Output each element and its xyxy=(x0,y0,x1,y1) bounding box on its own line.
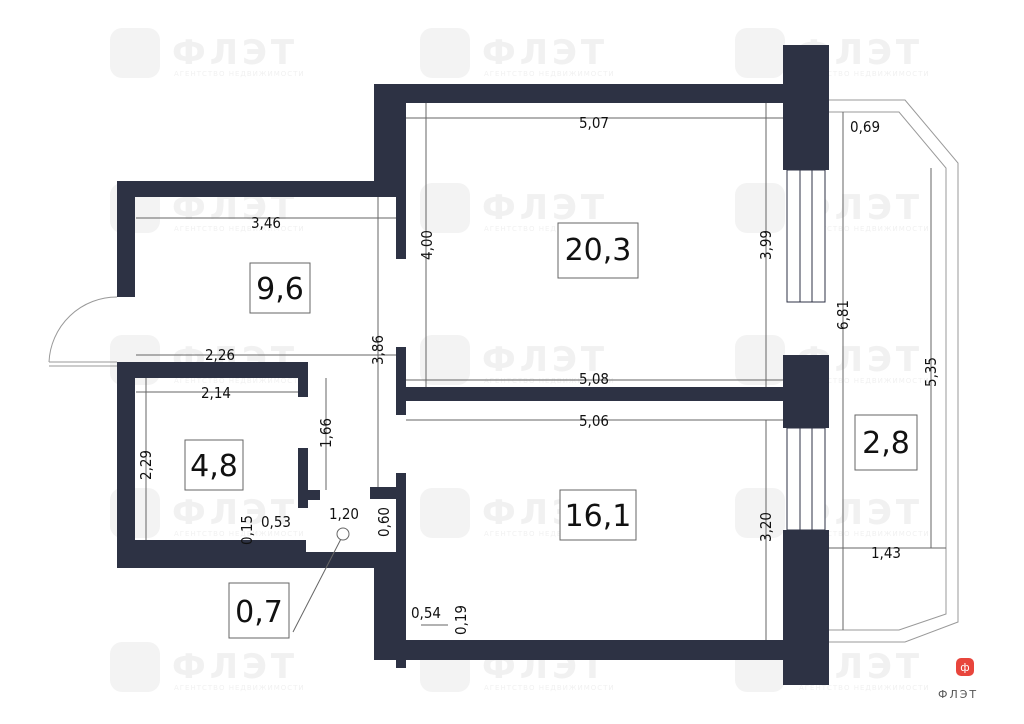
svg-text:ФЛЭТ: ФЛЭТ xyxy=(482,340,608,380)
dimension-label: 3,20 xyxy=(757,512,775,542)
svg-text:АГЕНТСТВО НЕДВИЖИМОСТИ: АГЕНТСТВО НЕДВИЖИМОСТИ xyxy=(799,377,930,385)
svg-text:АГЕНТСТВО НЕДВИЖИМОСТИ: АГЕНТСТВО НЕДВИЖИМОСТИ xyxy=(799,684,930,692)
svg-text:АГЕНТСТВО НЕДВИЖИМОСТИ: АГЕНТСТВО НЕДВИЖИМОСТИ xyxy=(484,225,615,233)
room-area-balcony: 2,8 xyxy=(862,426,910,461)
dimension-label: 6,81 xyxy=(834,300,852,330)
svg-text:ФЛЭТ: ФЛЭТ xyxy=(482,33,608,73)
logo-text: ФЛЭТ xyxy=(938,688,978,701)
walls xyxy=(117,45,829,685)
dimension-label: 1,66 xyxy=(317,418,335,448)
svg-text:АГЕНТСТВО НЕДВИЖИМОСТИ: АГЕНТСТВО НЕДВИЖИМОСТИ xyxy=(799,70,930,78)
entrance-door xyxy=(48,296,118,367)
window xyxy=(786,427,826,531)
brand-logo: ф ФЛЭТ xyxy=(938,658,978,701)
svg-text:АГЕНТСТВО НЕДВИЖИМОСТИ: АГЕНТСТВО НЕДВИЖИМОСТИ xyxy=(484,684,615,692)
dimension-label: 3,46 xyxy=(251,214,281,232)
dimension-label: 0,15 xyxy=(238,515,256,545)
watermark: ФЛЭТ АГЕНТСТВО НЕДВИЖИМОСТИ xyxy=(420,28,615,78)
svg-text:АГЕНТСТВО НЕДВИЖИМОСТИ: АГЕНТСТВО НЕДВИЖИМОСТИ xyxy=(484,530,615,538)
dimension-label: 1,43 xyxy=(871,544,901,562)
area-boxes xyxy=(184,222,918,639)
svg-text:АГЕНТСТВО НЕДВИЖИМОСТИ: АГЕНТСТВО НЕДВИЖИМОСТИ xyxy=(174,684,305,692)
watermark: ФЛЭТ АГЕНТСТВО НЕДВИЖИМОСТИ xyxy=(420,335,615,385)
drain-icon xyxy=(336,527,350,541)
svg-text:АГЕНТСТВО НЕДВИЖИМОСТИ: АГЕНТСТВО НЕДВИЖИМОСТИ xyxy=(484,377,615,385)
svg-text:ФЛЭТ: ФЛЭТ xyxy=(172,647,298,687)
dimension-label: 5,35 xyxy=(922,357,940,387)
dimension-label: 1,20 xyxy=(329,505,359,523)
dimension-label: 0,54 xyxy=(411,604,441,622)
svg-text:ФЛЭТ: ФЛЭТ xyxy=(172,493,298,533)
dimension-label: 4,00 xyxy=(418,230,436,260)
dimension-label: 2,14 xyxy=(201,384,231,402)
dimension-label: 0,19 xyxy=(452,605,470,635)
svg-text:АГЕНТСТВО НЕДВИЖИМОСТИ: АГЕНТСТВО НЕДВИЖИМОСТИ xyxy=(799,225,930,233)
svg-text:ФЛЭТ: ФЛЭТ xyxy=(482,188,608,228)
window xyxy=(786,169,826,303)
dimension-label: 5,06 xyxy=(579,412,609,430)
svg-text:АГЕНТСТВО НЕДВИЖИМОСТИ: АГЕНТСТВО НЕДВИЖИМОСТИ xyxy=(484,70,615,78)
svg-text:АГЕНТСТВО НЕДВИЖИМОСТИ: АГЕНТСТВО НЕДВИЖИМОСТИ xyxy=(799,530,930,538)
watermark: ФЛЭТ АГЕНТСТВО НЕДВИЖИМОСТИ xyxy=(735,335,930,385)
room-area-hallway: 9,6 xyxy=(256,272,304,307)
dimension-label: 5,07 xyxy=(579,114,609,132)
balcony-outline xyxy=(829,99,959,643)
room-area-bathroom: 4,8 xyxy=(190,449,238,484)
dimension-labels: 5,07 0,69 3,46 4,00 3,99 6,81 5,35 2,26 … xyxy=(137,114,940,635)
room-area-living: 20,3 xyxy=(565,233,632,268)
windows xyxy=(786,169,826,531)
svg-text:АГЕНТСТВО НЕДВИЖИМОСТИ: АГЕНТСТВО НЕДВИЖИМОСТИ xyxy=(174,530,305,538)
svg-text:АГЕНТСТВО НЕДВИЖИМОСТИ: АГЕНТСТВО НЕДВИЖИМОСТИ xyxy=(174,70,305,78)
room-area-storage: 0,7 xyxy=(235,595,283,630)
dimension-label: 0,60 xyxy=(375,507,393,537)
dimension-label: 3,99 xyxy=(757,230,775,260)
dimension-label: 3,86 xyxy=(369,335,387,365)
svg-text:ФЛЭТ: ФЛЭТ xyxy=(172,33,298,73)
watermark: ФЛЭТ АГЕНТСТВО НЕДВИЖИМОСТИ xyxy=(735,28,930,78)
watermark: ФЛЭТ АГЕНТСТВО НЕДВИЖИМОСТИ xyxy=(110,28,305,78)
watermark: ФЛЭТ АГЕНТСТВО НЕДВИЖИМОСТИ xyxy=(420,183,615,233)
dimension-lines xyxy=(136,103,946,640)
dimension-label: 0,53 xyxy=(261,513,291,531)
watermark: ФЛЭТ АГЕНТСТВО НЕДВИЖИМОСТИ xyxy=(735,183,930,233)
dimension-label: 5,08 xyxy=(579,370,609,388)
dimension-label: 2,29 xyxy=(137,450,155,480)
dimension-label: 2,26 xyxy=(205,346,235,364)
svg-text:АГЕНТСТВО НЕДВИЖИМОСТИ: АГЕНТСТВО НЕДВИЖИМОСТИ xyxy=(174,225,305,233)
watermark: ФЛЭТ АГЕНТСТВО НЕДВИЖИМОСТИ xyxy=(110,642,305,692)
logo-icon xyxy=(956,658,974,676)
room-area-kitchen: 16,1 xyxy=(565,499,632,534)
svg-text:АГЕНТСТВО НЕДВИЖИМОСТИ: АГЕНТСТВО НЕДВИЖИМОСТИ xyxy=(174,377,305,385)
svg-text:ф: ф xyxy=(960,661,969,674)
dimension-label: 0,69 xyxy=(850,118,880,136)
